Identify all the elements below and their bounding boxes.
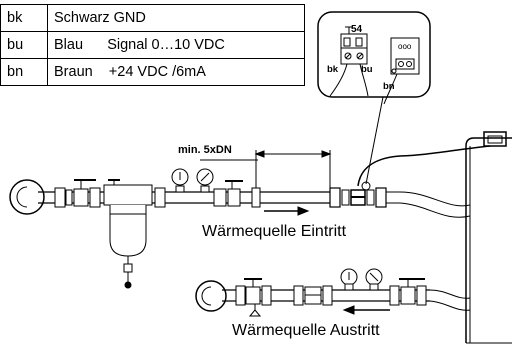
wire-code: bk: [0, 4, 48, 32]
wiring-table: bk Schwarz GND bu Blau Signal 0…10 VDC b…: [0, 4, 305, 86]
indicator-text: ooo: [398, 42, 412, 51]
dimension-label: min. 5xDN: [178, 144, 232, 156]
table-row: bk Schwarz GND: [0, 4, 305, 32]
inlet-flow-arrow: [264, 206, 310, 216]
inlet-label: Wärmequelle Eintritt: [202, 223, 347, 240]
connector-detail: [317, 11, 431, 191]
outlet-flow-arrow: [342, 305, 390, 315]
inlet-pipe-line: [9, 145, 491, 289]
pin-label-bu: bu: [361, 64, 373, 75]
outlet-label: Wärmequelle Austritt: [232, 322, 380, 339]
dimension-indicator: [200, 150, 332, 188]
wire-description: Braun +24 VDC /6mA: [47, 58, 305, 86]
table-row: bu Blau Signal 0…10 VDC: [0, 31, 305, 59]
heat-pump-unit: [465, 131, 512, 344]
wire-code: bu: [0, 31, 48, 59]
pin-label-bk: bk: [327, 64, 339, 75]
terminal-label: 54: [351, 24, 363, 35]
wire-code: bn: [0, 58, 48, 86]
outlet-pipe-line: [195, 268, 471, 317]
table-row: bn Braun +24 VDC /6mA: [0, 58, 305, 86]
wire-description: Schwarz GND: [47, 4, 305, 32]
pin-label-bn: bn: [383, 81, 395, 92]
wire-description: Blau Signal 0…10 VDC: [47, 31, 305, 59]
